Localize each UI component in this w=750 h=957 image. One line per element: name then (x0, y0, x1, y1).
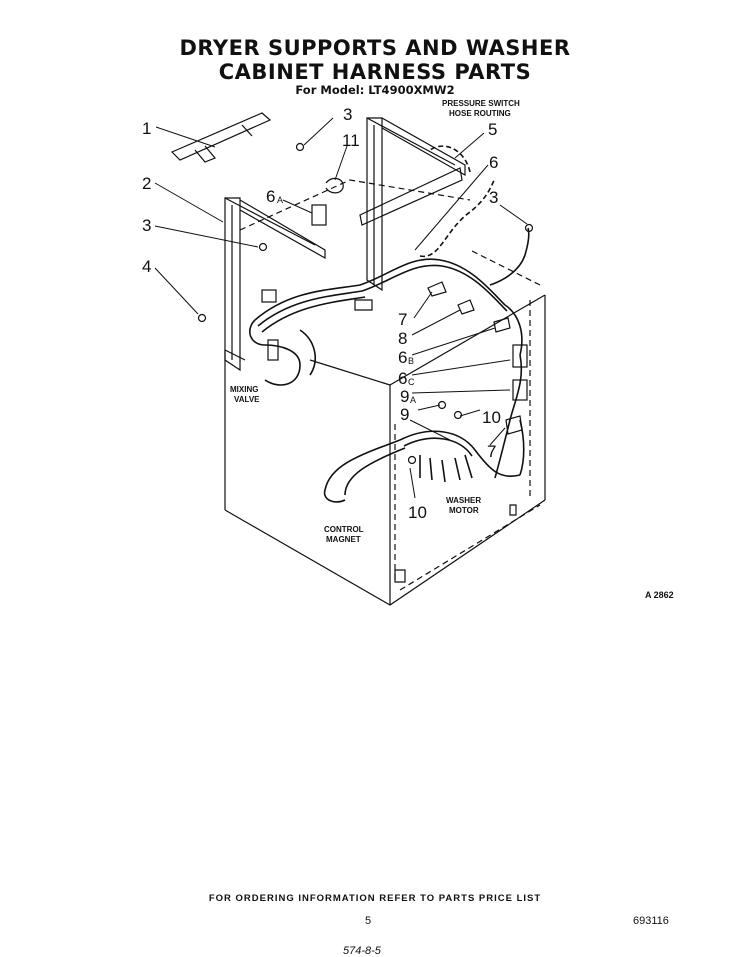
callout-6: 6 (489, 153, 498, 172)
mixing-valve-label-line2: VALVE (234, 395, 260, 404)
control-magnet-label-line1: CONTROL (324, 525, 364, 534)
callout-7-lower: 7 (487, 442, 496, 461)
callout-5: 5 (488, 120, 497, 139)
handwritten-note: 574-8-5 (343, 945, 381, 957)
component-labels: PRESSURE SWITCH HOSE ROUTING MIXING VALV… (230, 99, 520, 544)
mixing-valve-label-line1: MIXING (230, 385, 258, 394)
callout-3-left: 3 (142, 216, 151, 235)
document-number: 693116 (633, 915, 669, 927)
top-bracket-part (170, 112, 272, 163)
callout-6c-suffix: C (408, 377, 415, 387)
callout-6a-number: 6 (266, 187, 275, 206)
model-line: For Model: LT4900XMW2 (295, 83, 455, 97)
callout-8: 8 (398, 329, 407, 348)
callout-6b-suffix: B (408, 356, 414, 366)
control-magnet-label-line2: MAGNET (326, 535, 361, 544)
page-number: 5 (365, 915, 372, 927)
left-dryer-support (224, 197, 326, 372)
callout-9a-suffix: A (410, 395, 416, 405)
pressure-switch-label-line1: PRESSURE SWITCH (442, 99, 520, 108)
callout-1: 1 (142, 119, 151, 138)
callout-10-lower: 10 (408, 503, 427, 522)
screws (197, 142, 534, 465)
pressure-switch-label-line2: HOSE ROUTING (449, 109, 511, 118)
title-line-1: DRYER SUPPORTS AND WASHER (179, 36, 571, 60)
callout-9a-number: 9 (400, 387, 409, 406)
callout-9: 9 (400, 405, 409, 424)
callout-10-upper: 10 (482, 408, 501, 427)
callout-7-upper: 7 (398, 310, 407, 329)
connectors (261, 177, 528, 583)
washer-motor-label-line2: MOTOR (449, 506, 479, 515)
callout-6c-number: 6 (398, 369, 407, 388)
ordering-note: FOR ORDERING INFORMATION REFER TO PARTS … (208, 893, 542, 904)
callout-numbers: 1 2 3 4 3 11 6 A 5 6 3 7 8 6 B 6 C 9 A 9… (142, 105, 501, 522)
callout-2: 2 (142, 174, 151, 193)
figure-reference: A 2862 (645, 590, 674, 600)
washer-cabinet (224, 179, 546, 606)
washer-motor-label-line1: WASHER (446, 496, 481, 505)
callout-4: 4 (142, 257, 151, 276)
title-line-2: CABINET HARNESS PARTS (218, 60, 532, 84)
callout-6a-suffix: A (277, 195, 283, 205)
callout-11: 11 (342, 131, 360, 150)
callout-3-right: 3 (489, 188, 498, 207)
right-dryer-support (359, 117, 466, 292)
leader-lines (154, 117, 528, 499)
callout-3-top: 3 (343, 105, 352, 124)
callout-6b-number: 6 (398, 348, 407, 367)
